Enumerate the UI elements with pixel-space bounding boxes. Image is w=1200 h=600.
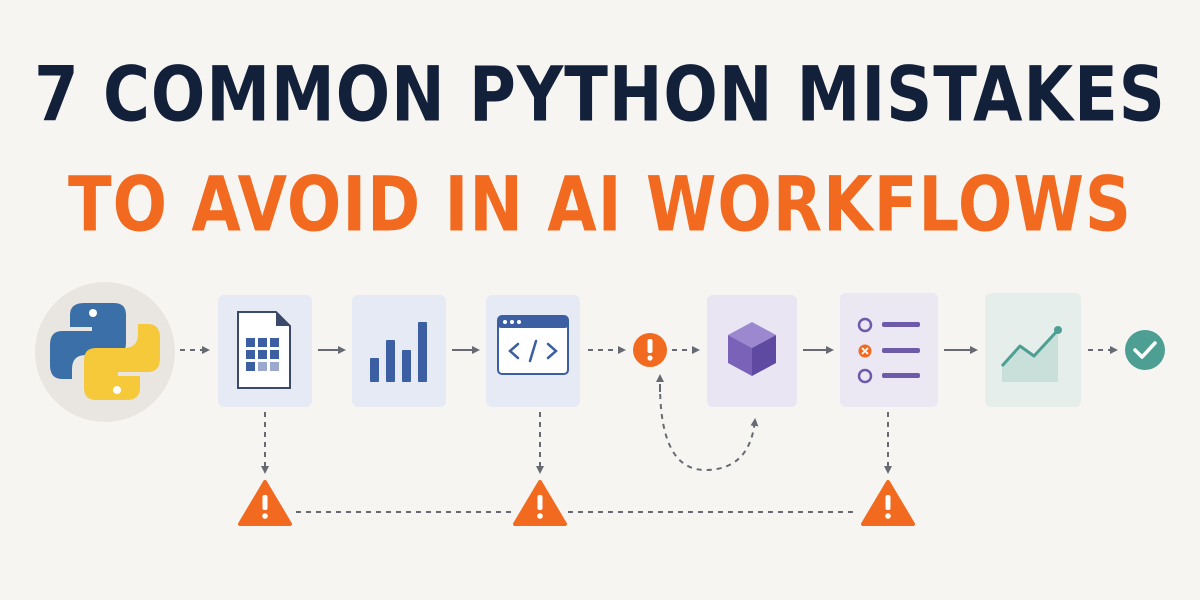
python-node <box>35 282 175 422</box>
done-node <box>1125 330 1165 370</box>
title-line-2: TO AVOID IN AI WORKFLOWS <box>67 162 1133 250</box>
code-window-icon <box>497 315 569 375</box>
python-logo-icon <box>50 303 160 400</box>
warning-2 <box>513 480 567 526</box>
loop-arrow <box>659 383 759 472</box>
checklist-node <box>840 293 938 407</box>
bar-chart-icon <box>370 322 427 382</box>
warning-3 <box>861 480 915 526</box>
line-chart-icon <box>1000 326 1062 382</box>
cube-icon <box>728 322 776 376</box>
checklist-icon <box>857 317 920 384</box>
line-chart-node <box>985 293 1081 407</box>
checkmark-icon <box>1125 330 1165 370</box>
spreadsheet-file-icon <box>237 311 291 389</box>
bar-chart-node <box>352 295 446 407</box>
connectors <box>180 346 1118 513</box>
code-node <box>486 295 580 407</box>
warning-1 <box>238 480 292 526</box>
cube-node <box>707 295 797 407</box>
spreadsheet-node <box>218 295 312 407</box>
error-node <box>633 333 667 367</box>
title-line-1: 7 COMMON PYTHON MISTAKES <box>34 52 1166 140</box>
